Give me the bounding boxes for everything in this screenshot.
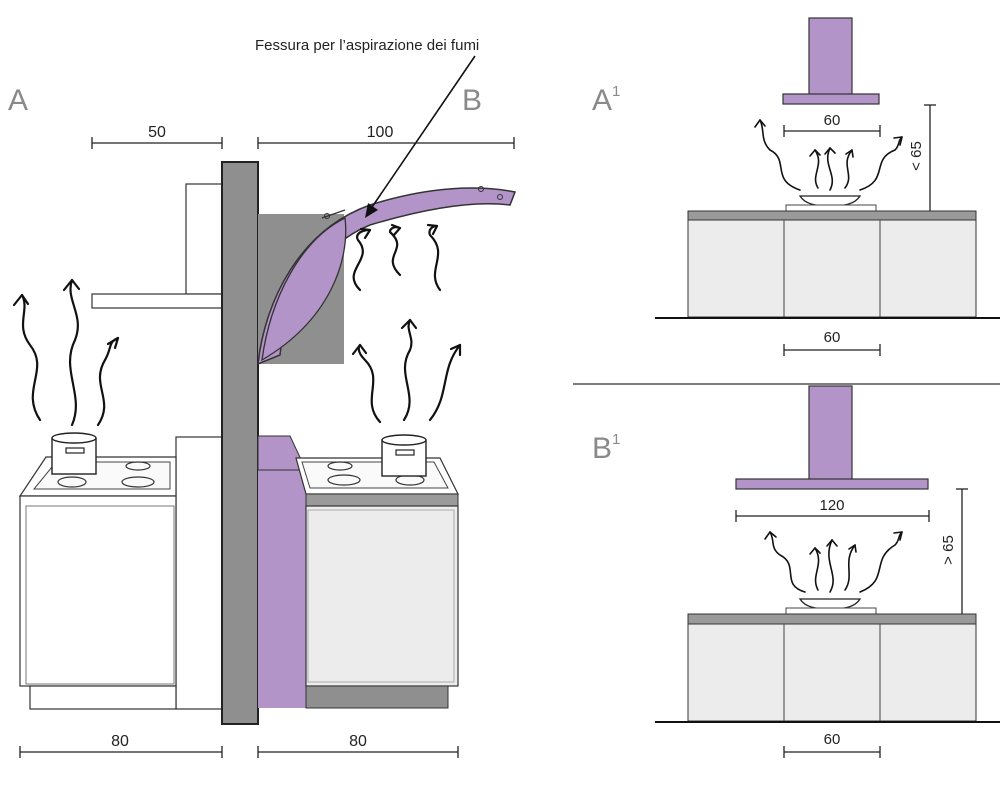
pan-icon	[785, 195, 877, 212]
dim-a-top-label: 50	[148, 124, 166, 141]
label-a: A	[8, 84, 28, 117]
dim-b-bottom-label: 80	[349, 733, 367, 750]
panel-a1	[655, 17, 1000, 356]
label-b: B	[462, 84, 482, 117]
cabinet-a1	[687, 219, 977, 318]
pot-icon	[381, 434, 427, 477]
label-b1: B	[592, 432, 612, 465]
annotation-label: Fessura per l’aspirazione dei fumi	[255, 37, 479, 54]
dim-a-bottom-label: 80	[111, 733, 129, 750]
hood-a1-chimney	[808, 17, 853, 97]
pan-icon	[785, 598, 877, 615]
counter-a1	[687, 210, 977, 221]
dim-a1-hood-label: 60	[824, 112, 841, 129]
panel-b	[257, 55, 517, 709]
panel-a	[12, 183, 223, 710]
counter-b1	[687, 613, 977, 625]
dim-b-top	[257, 137, 515, 149]
smoke-icon	[754, 119, 903, 191]
hood-a-chimney	[185, 183, 223, 295]
dim-b1-height-label: > 65	[940, 535, 957, 565]
hood-a1-canopy	[782, 93, 880, 105]
label-a1-sup: 1	[612, 83, 620, 100]
label-b1-letter: B	[592, 432, 612, 465]
side-panel-a	[175, 436, 223, 710]
dim-b-bottom	[257, 746, 459, 758]
smoke-icon	[764, 531, 903, 593]
smoke-icon	[351, 223, 462, 424]
dim-a-bottom	[19, 746, 223, 758]
label-a1-letter: A	[592, 84, 612, 117]
burner-icon	[57, 461, 155, 488]
plinth-a	[29, 685, 177, 710]
dim-b-top-label: 100	[367, 124, 394, 141]
dim-a-top	[91, 137, 223, 149]
cabinet-b1	[687, 623, 977, 722]
label-a1: A	[592, 84, 612, 117]
panel-b1	[655, 385, 1000, 758]
hood-b1-chimney	[808, 385, 853, 481]
dim-b1-hood-label: 120	[819, 497, 844, 514]
dim-b1-bottom-label: 60	[824, 731, 841, 748]
smoke-icon	[12, 278, 120, 427]
pot-icon	[51, 432, 97, 475]
dim-a1-height-label: < 65	[908, 141, 925, 171]
hood-a-canopy	[91, 293, 223, 309]
wall-divider	[221, 161, 259, 725]
hood-b-column	[258, 470, 306, 708]
hood-b1-canopy	[735, 478, 929, 490]
dim-a1-bottom-label: 60	[824, 329, 841, 346]
label-b1-sup: 1	[612, 431, 620, 448]
plinth-b	[305, 685, 449, 709]
